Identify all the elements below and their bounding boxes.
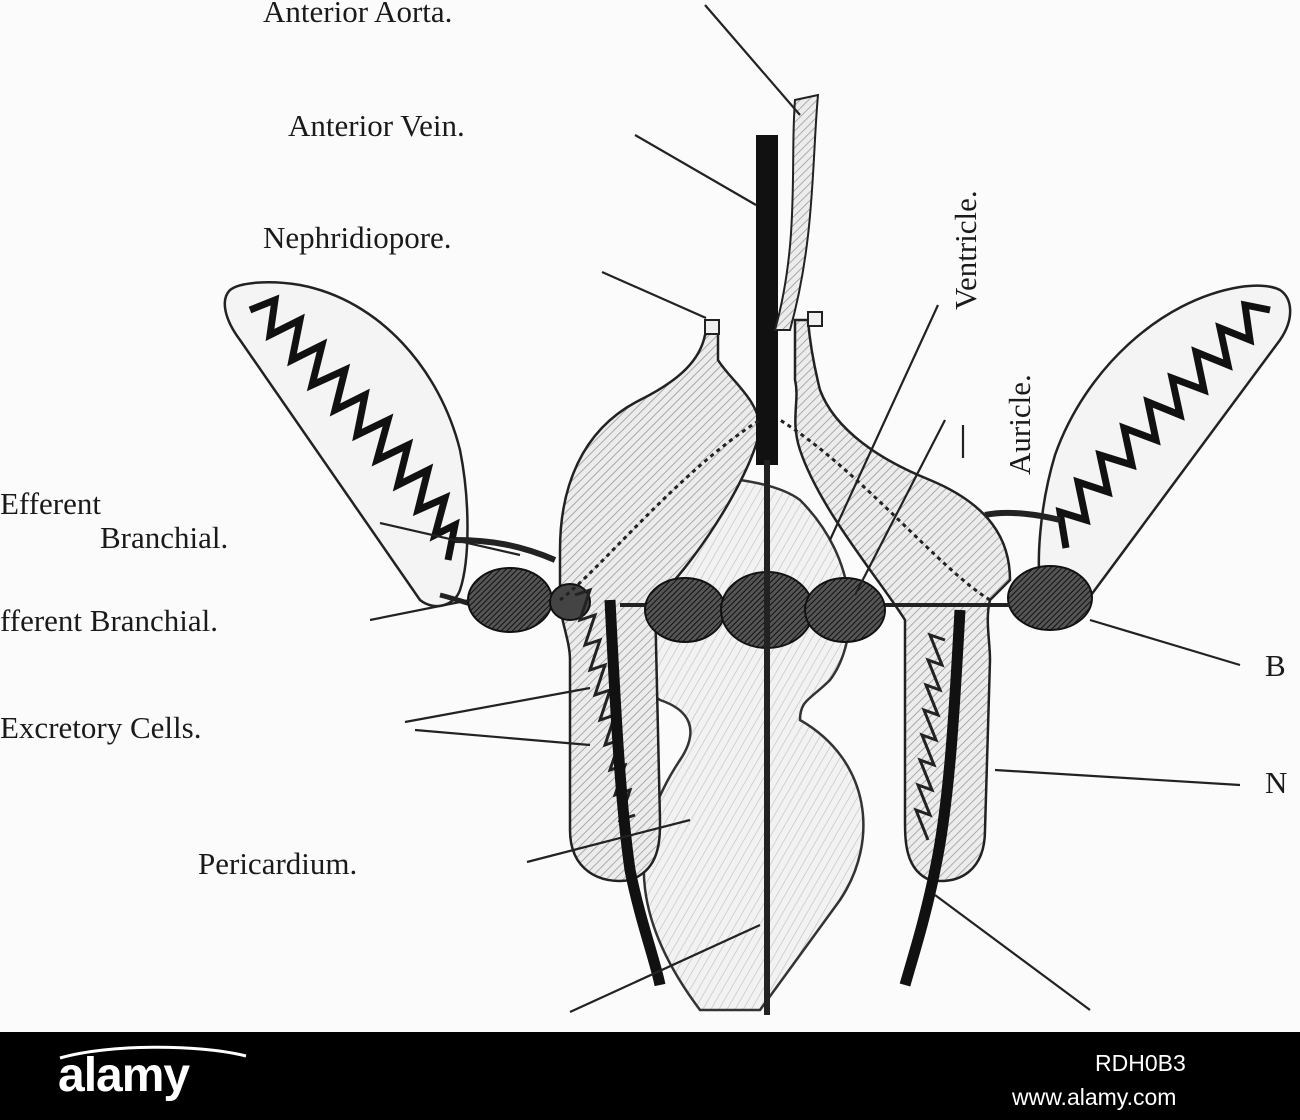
left-nephridiopore bbox=[704, 319, 720, 335]
label-anterior-aorta: Anterior Aorta. bbox=[263, 0, 453, 29]
label-anterior-vein: Anterior Vein. bbox=[288, 108, 465, 143]
label-nephridiopore: Nephridiopore. bbox=[263, 220, 452, 255]
label-right-b: B bbox=[1265, 648, 1286, 683]
watermark-bar: alamy RDH0B3 www.alamy.com bbox=[0, 1032, 1300, 1120]
logo-swoosh-icon bbox=[59, 1045, 247, 1060]
label-efferent-branchial-1: Efferent bbox=[0, 486, 101, 521]
label-ventricle: Ventricle. bbox=[948, 190, 983, 310]
label-pericardium: Pericardium. bbox=[198, 846, 358, 881]
left-auricle bbox=[644, 577, 726, 643]
right-auricle bbox=[804, 577, 886, 643]
leader-lines bbox=[369, 4, 1241, 1014]
watermark-brand: alamy bbox=[58, 1049, 190, 1102]
watermark-site: www.alamy.com bbox=[1012, 1084, 1177, 1110]
label-auricle: Auricle. bbox=[1002, 374, 1037, 475]
left-gill-lamellae bbox=[248, 294, 460, 561]
anterior-aorta bbox=[773, 93, 820, 331]
figure-drawing bbox=[223, 4, 1292, 1015]
right-nephridial-duct bbox=[899, 609, 966, 987]
anatomical-figure: Anterior Aorta. Anterior Vein. Nephridio… bbox=[0, 0, 1292, 1015]
watermark-logo: alamy bbox=[58, 1045, 247, 1103]
watermark-image-id: RDH0B3 bbox=[1095, 1050, 1186, 1076]
left-gill bbox=[223, 281, 469, 608]
label-excretory-cells: Excretory Cells. bbox=[0, 710, 202, 745]
label-afferent-branchial: fferent Branchial. bbox=[0, 603, 219, 638]
left-small-node bbox=[549, 583, 591, 621]
right-nephridiopore bbox=[807, 311, 823, 327]
label-efferent-branchial-2: Branchial. bbox=[100, 520, 229, 555]
left-nephridial-duct bbox=[604, 599, 666, 987]
right-excretory-cells bbox=[913, 632, 946, 841]
left-efferent-branchial-vessel bbox=[454, 537, 557, 563]
left-branchial-heart bbox=[467, 567, 553, 633]
anterior-vein bbox=[756, 135, 778, 465]
right-gill-lamellae bbox=[1055, 300, 1271, 549]
right-efferent-branchial-vessel bbox=[984, 509, 1061, 523]
right-branchial-heart bbox=[1007, 565, 1093, 631]
label-right-n: N bbox=[1265, 765, 1288, 800]
